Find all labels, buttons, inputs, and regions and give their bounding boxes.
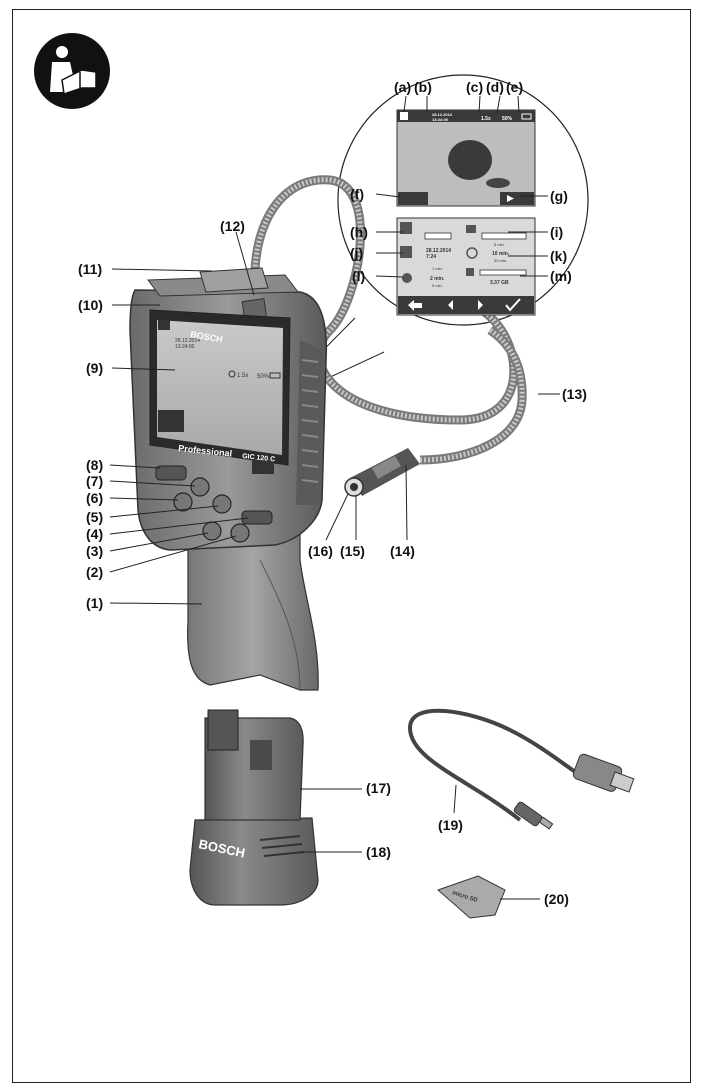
right-arrow-icon[interactable] — [478, 300, 483, 310]
standby-value: 2 min. — [430, 276, 445, 282]
label-1: (1) — [86, 595, 103, 611]
label-11: (11) — [78, 261, 102, 277]
label-12: (12) — [220, 218, 245, 234]
live-time: 13:24:00 — [432, 117, 449, 122]
camera-icon — [400, 112, 408, 120]
label-8: (8) — [86, 457, 103, 473]
back-arrow-icon[interactable] — [408, 300, 422, 311]
battery-pack: BOSCH — [189, 709, 319, 906]
label-10: (10) — [78, 297, 103, 313]
label-g: (g) — [550, 188, 568, 204]
device-screen-zoom: 1.5x — [237, 373, 248, 379]
label-d: (d) — [486, 79, 504, 95]
callout-labels: (11) (10) (12) (9) (8) (7) (6) (5) (4) (… — [78, 79, 587, 907]
read-manual-icon — [34, 33, 110, 109]
memory-value: 3.37 GB — [490, 280, 509, 286]
micro-sd-card: micro SD — [437, 875, 506, 919]
device-screen-time: 13:24:00 — [175, 344, 195, 350]
label-20: (20) — [544, 891, 569, 907]
button-7[interactable] — [190, 477, 210, 497]
battery-icon — [521, 113, 532, 120]
label-16: (16) — [308, 543, 333, 559]
label-i: (i) — [550, 224, 563, 240]
button-2[interactable] — [230, 523, 250, 543]
standby-top: 1 min. — [432, 266, 443, 271]
checkmark-icon[interactable] — [505, 298, 521, 312]
label-j: (j) — [350, 245, 363, 261]
auto-off-value: 10 min. — [492, 251, 510, 257]
settings-screen: 28.12.2014 7:24 5 min. 10 min. 30 min. 1… — [396, 217, 536, 316]
device-screen-date: 28.12.2014 — [175, 338, 200, 344]
label-17: (17) — [366, 780, 391, 796]
standby-bottom: 5 min. — [432, 283, 443, 288]
settings-date: 28.12.2014 — [426, 248, 451, 254]
button-8[interactable] — [155, 465, 187, 481]
label-6: (6) — [86, 490, 103, 506]
flexible-cable — [250, 175, 527, 465]
label-15: (15) — [340, 543, 365, 559]
label-2: (2) — [86, 564, 103, 580]
label-c: (c) — [466, 79, 483, 95]
device-screen-light: 50% — [257, 374, 270, 380]
live-light: 50% — [502, 116, 513, 122]
label-f: (f) — [350, 186, 364, 202]
play-icon — [507, 195, 514, 202]
live-view-screen: 28.12.2014 13:24:00 1.5x 50% — [396, 109, 536, 207]
button-6[interactable] — [173, 492, 193, 512]
leader-lines — [109, 95, 560, 900]
label-19: (19) — [438, 817, 463, 833]
label-a: (a) — [394, 79, 411, 95]
label-5: (5) — [86, 509, 103, 525]
usb-cable — [407, 708, 635, 830]
auto-off-top: 5 min. — [494, 242, 505, 247]
device-screen-status: 1.5x 50% — [228, 370, 281, 380]
left-arrow-icon[interactable] — [448, 300, 453, 310]
settings-time: 7:24 — [426, 254, 436, 260]
label-h: (h) — [350, 224, 368, 240]
label-18: (18) — [366, 844, 391, 860]
button-3[interactable] — [202, 521, 222, 541]
label-l: (l) — [352, 268, 365, 284]
live-zoom: 1.5x — [481, 116, 491, 122]
label-14: (14) — [390, 543, 415, 559]
camera-head — [344, 448, 420, 497]
label-e: (e) — [506, 79, 523, 95]
label-7: (7) — [86, 473, 103, 489]
label-3: (3) — [86, 543, 103, 559]
label-13: (13) — [562, 386, 587, 402]
label-4: (4) — [86, 526, 103, 542]
auto-off-bottom: 30 min. — [494, 258, 507, 263]
label-k: (k) — [550, 248, 567, 264]
button-4[interactable] — [241, 510, 273, 525]
button-5[interactable] — [212, 494, 232, 514]
page-border — [12, 9, 691, 1083]
live-date: 28.12.2014 — [432, 112, 453, 117]
label-b: (b) — [414, 79, 432, 95]
battery-icon — [269, 372, 281, 379]
label-9: (9) — [86, 360, 103, 376]
inspection-camera-body: 28.12.2014 13:24:00 1.5x 50% BOSCH Profe… — [129, 267, 328, 691]
label-m: (m) — [550, 268, 572, 284]
device-model: GIC 120 C — [242, 453, 276, 463]
